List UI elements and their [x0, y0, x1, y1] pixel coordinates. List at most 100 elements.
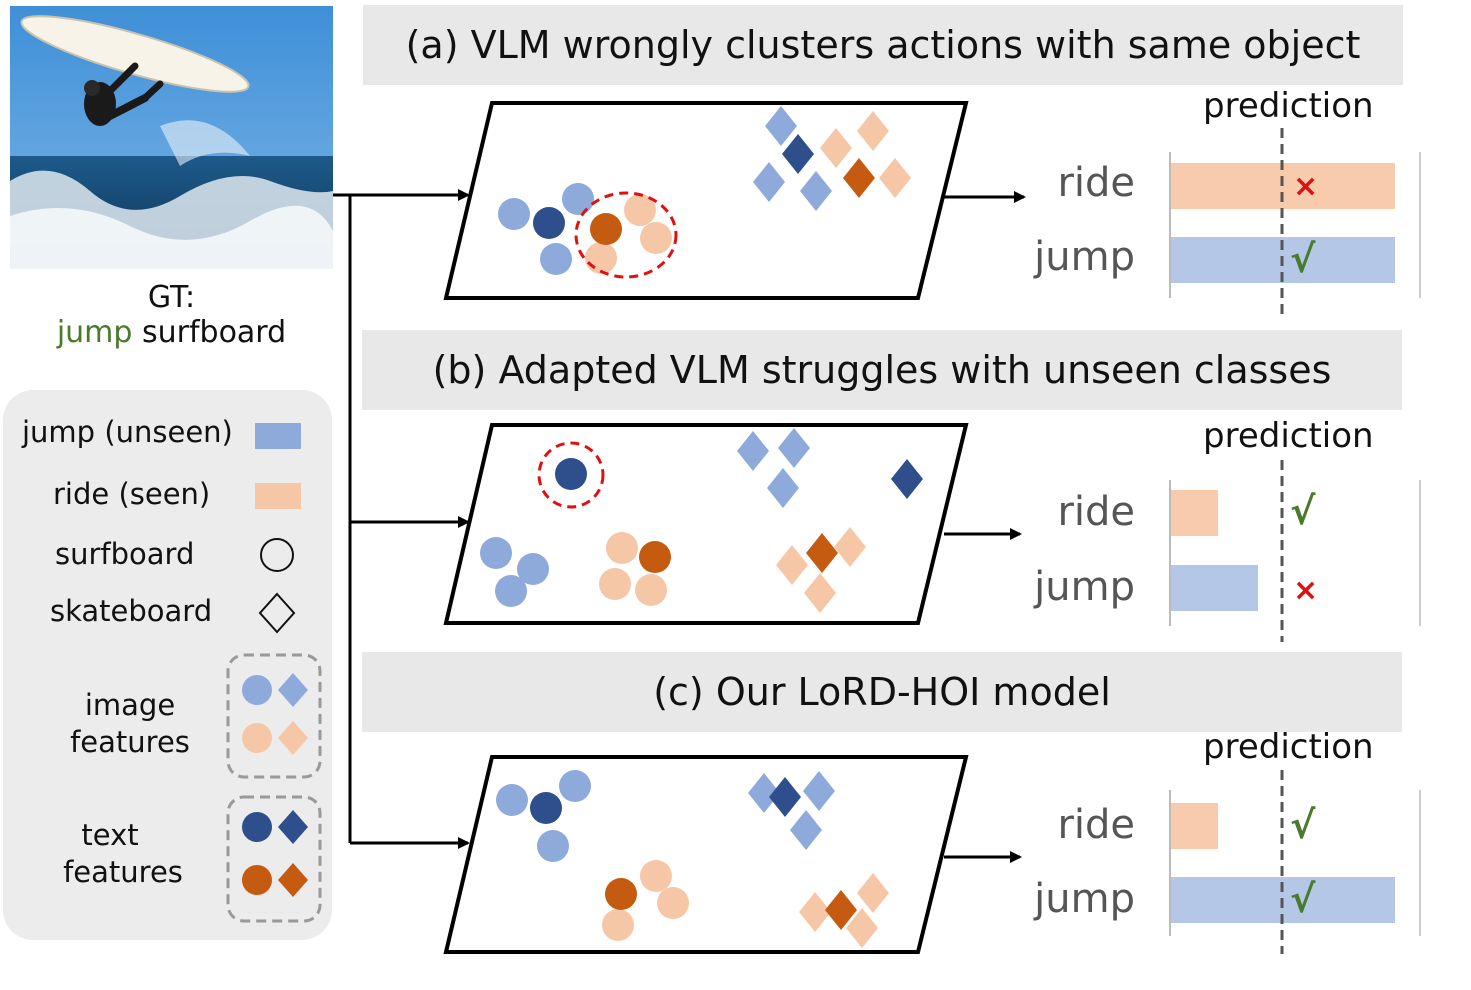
legend-jump-swatch — [255, 423, 301, 449]
legend-image-features-line2: features — [70, 725, 190, 759]
text-circle-orange — [242, 865, 272, 895]
legend-ride-label: ride (seen) — [53, 477, 211, 511]
panel-c-feature-space — [443, 755, 969, 954]
feature-image-jump-surfboard — [540, 243, 572, 275]
panel-c-features — [496, 770, 889, 948]
legend-surfboard-label: surfboard — [55, 537, 195, 571]
feature-image-jump-surfboard — [537, 830, 569, 862]
panel-a-bar-label-jump: jump — [1034, 234, 1135, 280]
feature-image-jump-skateboard — [790, 810, 822, 850]
panel-b-jump-cross-icon: × — [1293, 573, 1319, 608]
feature-image-ride-surfboard — [657, 887, 689, 919]
feature-image-jump-skateboard — [778, 428, 810, 468]
feature-image-ride-surfboard — [640, 860, 672, 892]
text-diamond-blue — [278, 810, 308, 844]
feature-image-ride-surfboard — [602, 909, 634, 941]
feature-image-jump-surfboard — [559, 770, 591, 802]
feature-image-jump-surfboard — [498, 198, 530, 230]
legend-image-features-line1: image — [84, 688, 176, 722]
text-diamond-orange — [278, 863, 308, 897]
panel-a-ride-cross-icon: × — [1293, 169, 1319, 204]
feature-image-jump-skateboard — [800, 171, 832, 211]
feature-image-ride-skateboard — [857, 111, 889, 151]
feature-image-ride-surfboard — [624, 194, 656, 226]
panel-b-bar-label-ride: ride — [1057, 489, 1135, 535]
feature-image-ride-surfboard — [635, 574, 667, 606]
panel-c-prediction-title: prediction — [1203, 727, 1374, 767]
prediction-charts — [1169, 152, 1421, 936]
legend-skateboard-label: skateboard — [50, 594, 213, 628]
feature-image-jump-skateboard — [765, 106, 797, 146]
feature-text-jump-skateboard — [891, 459, 923, 499]
legend-text-features-line1: text — [81, 818, 139, 852]
panel-b-title: (b) Adapted VLM struggles with unseen cl… — [362, 330, 1402, 410]
panel-c-bar-label-jump: jump — [1034, 876, 1135, 922]
panel-a-prediction-title: prediction — [1203, 86, 1374, 126]
image-diamond-orange — [278, 721, 308, 755]
feature-text-ride-skateboard — [825, 890, 857, 930]
legend-surfboard-circle — [260, 538, 294, 572]
feature-text-ride-surfboard — [590, 213, 622, 245]
feature-image-ride-skateboard — [776, 545, 808, 585]
feature-image-jump-surfboard — [496, 784, 528, 816]
feature-image-ride-surfboard — [599, 568, 631, 600]
feature-image-ride-skateboard — [879, 158, 911, 198]
gt-object: surfboard — [132, 315, 287, 350]
gt-verb-object: jump surfboard — [10, 315, 333, 350]
feature-image-ride-skateboard — [834, 527, 866, 567]
feature-image-ride-surfboard — [640, 222, 672, 254]
feature-image-jump-skateboard — [737, 431, 769, 471]
panel-b-ride-check-icon: √ — [1290, 489, 1316, 533]
legend-ride-swatch — [255, 483, 301, 509]
panel-b-features — [480, 428, 923, 613]
legend-text-features-line2: features — [63, 855, 183, 889]
feature-text-jump-surfboard — [555, 458, 587, 490]
feature-image-jump-skateboard — [767, 468, 799, 508]
panel-a-title: (a) VLM wrongly clusters actions with sa… — [363, 5, 1403, 85]
panel-a-bar-label-ride: ride — [1057, 160, 1135, 206]
feature-image-jump-surfboard — [517, 553, 549, 585]
panel-b-prediction-title: prediction — [1203, 416, 1374, 456]
image-circle-blue — [242, 675, 272, 705]
feature-image-ride-skateboard — [799, 892, 831, 932]
panel-b-bar-label-jump: jump — [1034, 564, 1135, 610]
feature-text-jump-surfboard — [530, 792, 562, 824]
feature-image-ride-skateboard — [857, 873, 889, 913]
feature-image-jump-surfboard — [495, 575, 527, 607]
panel-c-ride-check-icon: √ — [1290, 803, 1316, 847]
panel-c-jump-check-icon: √ — [1290, 877, 1316, 921]
feature-image-jump-skateboard — [748, 773, 780, 813]
feature-image-jump-surfboard — [480, 537, 512, 569]
surfer-photo — [10, 6, 333, 269]
feature-image-jump-surfboard — [562, 183, 594, 215]
text-features-box — [226, 795, 322, 923]
feature-text-ride-surfboard — [605, 878, 637, 910]
legend-jump-label: jump (unseen) — [22, 415, 233, 449]
image-circle-orange — [242, 723, 272, 753]
image-features-box — [226, 653, 322, 779]
panel-a-jump-check-icon: √ — [1290, 237, 1316, 281]
image-diamond-blue — [278, 673, 308, 707]
feature-image-ride-skateboard — [846, 908, 878, 948]
panel-c-title: (c) Our LoRD-HOI model — [362, 652, 1402, 732]
panel-a-features — [498, 106, 911, 279]
feature-image-jump-skateboard — [753, 162, 785, 202]
panel-c-bar-ride — [1171, 803, 1218, 849]
feature-text-jump-skateboard — [769, 777, 801, 817]
feature-text-jump-surfboard — [533, 207, 565, 239]
feature-text-jump-skateboard — [782, 134, 814, 174]
feature-text-ride-skateboard — [806, 533, 838, 573]
gt-label: GT: — [147, 280, 196, 315]
panel-a-wrong-cluster-highlight — [574, 191, 678, 279]
input-connectors — [333, 189, 470, 849]
panel-b-bar-jump — [1171, 565, 1258, 611]
feature-text-ride-surfboard — [639, 541, 671, 573]
feature-text-ride-skateboard — [843, 158, 875, 198]
panel-b-isolated-text-highlight — [537, 441, 605, 509]
feature-image-ride-skateboard — [820, 128, 852, 168]
feature-image-jump-skateboard — [803, 771, 835, 811]
panel-b-bar-ride — [1171, 490, 1218, 536]
